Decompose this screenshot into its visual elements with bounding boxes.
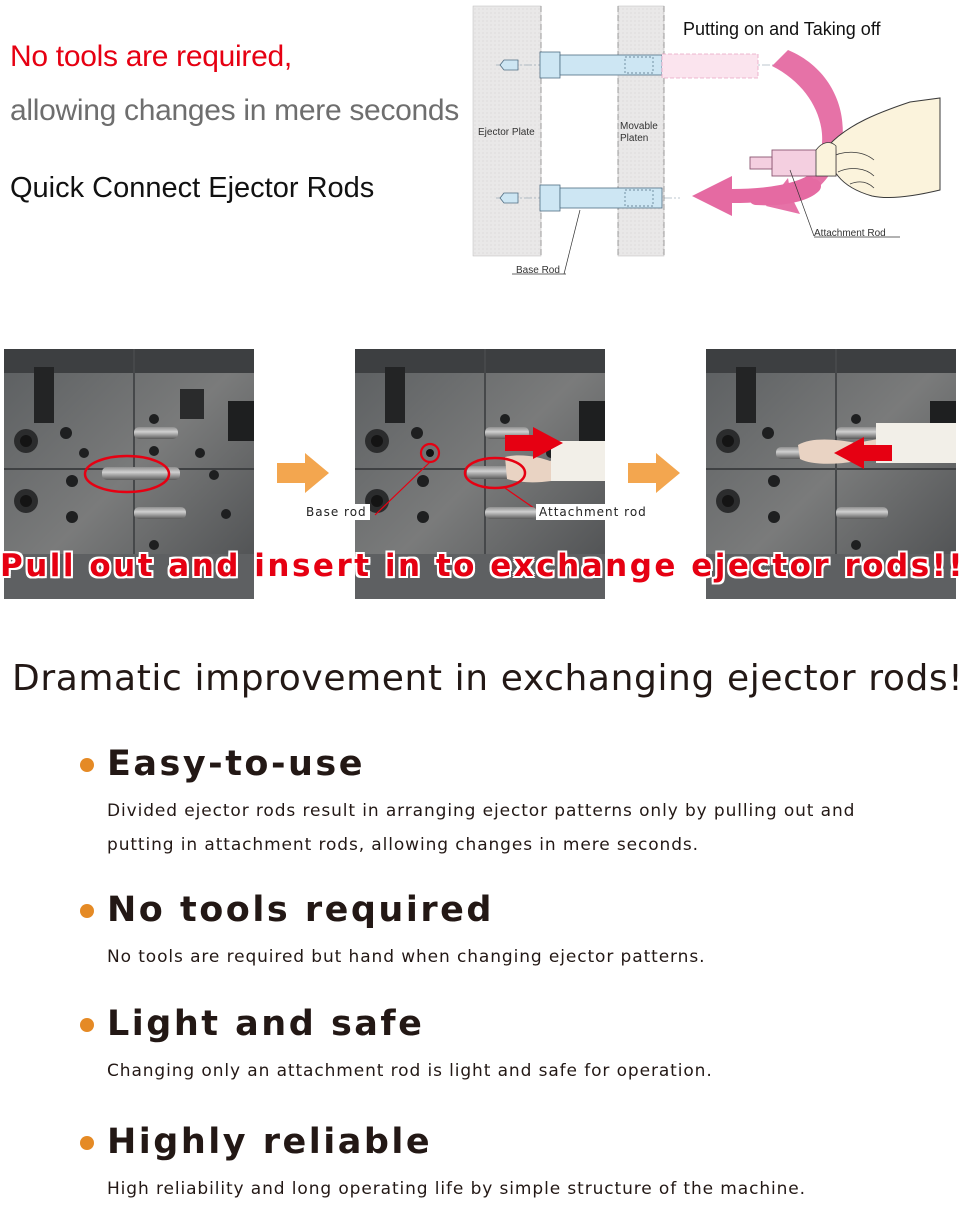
- bullet-dot: [80, 1136, 94, 1150]
- diagram-title: Putting on and Taking off: [683, 19, 881, 39]
- photo-step-1-art: [4, 349, 254, 599]
- lower-base-rod: [559, 187, 663, 209]
- exchange-banner: Pull out and insert in to exchange eject…: [0, 548, 960, 584]
- lower-rod-tip: [499, 192, 519, 204]
- photo-step-2-art: [355, 349, 605, 599]
- photo-step-3-art: [706, 349, 956, 599]
- label-attachment-rod-photo: Attachment rod: [536, 504, 650, 520]
- upper-rod-nut: [539, 51, 561, 79]
- feature-title: Easy-to-use: [107, 744, 365, 784]
- section-title: Dramatic improvement in exchanging eject…: [12, 658, 960, 699]
- label-ejector-plate: Ejector Plate: [478, 127, 535, 138]
- feature-description: Changing only an attachment rod is light…: [107, 1061, 713, 1081]
- upper-base-rod: [559, 54, 663, 76]
- step-arrow-1: [277, 453, 329, 493]
- rod-diagram: Putting on and Taking off Ejector Plate …: [470, 0, 960, 290]
- movable-platen: [617, 5, 665, 257]
- ejector-plate: [472, 5, 542, 257]
- label-base-rod-photo: Base rod: [303, 504, 370, 520]
- feature-title: Light and safe: [107, 1004, 425, 1044]
- feature-title: Highly reliable: [107, 1122, 433, 1162]
- upper-attachment-ghost: [661, 53, 759, 79]
- headline-no-tools: No tools are required,: [10, 40, 292, 73]
- bullet-dot: [80, 1018, 94, 1032]
- product-title: Quick Connect Ejector Rods: [10, 172, 375, 204]
- bullet-dot: [80, 758, 94, 772]
- rod-diagram-svg: Putting on and Taking off Ejector Plate …: [472, 5, 941, 276]
- bullet-dot: [80, 904, 94, 918]
- feature-title: No tools required: [107, 890, 494, 930]
- step-arrow-2: [628, 453, 680, 493]
- hand: [827, 97, 941, 199]
- lower-rod-nut: [539, 184, 561, 212]
- photo-step-2: [355, 349, 605, 599]
- label-movable: Movable: [620, 121, 658, 132]
- headline-mere-seconds: allowing changes in mere seconds: [10, 94, 459, 127]
- label-base-rod: Base Rod: [516, 265, 560, 276]
- label-platen: Platen: [620, 133, 648, 144]
- label-attachment-rod: Attachment Rod: [814, 228, 886, 239]
- feature-description: No tools are required but hand when chan…: [107, 947, 706, 967]
- feature-description: Divided ejector rods result in arranging…: [107, 801, 856, 855]
- upper-rod-tip: [499, 59, 519, 71]
- photo-step-3: [706, 349, 956, 599]
- photo-step-1: [4, 349, 254, 599]
- feature-description: High reliability and long operating life…: [107, 1179, 806, 1199]
